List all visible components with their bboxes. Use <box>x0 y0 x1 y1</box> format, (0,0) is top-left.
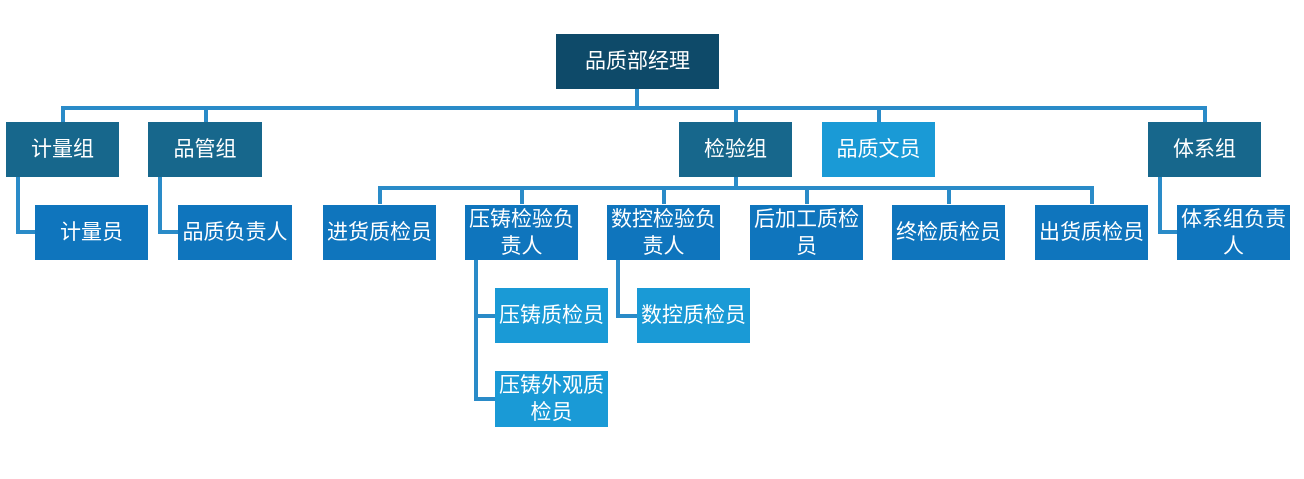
connector-quality-mgmt-vertical <box>158 176 162 234</box>
connector-root-down <box>635 89 639 110</box>
connector-to-inspection-group <box>734 106 738 123</box>
node-die-casting-lead: 压铸检验负责人 <box>465 205 578 260</box>
connector-to-quality-clerk <box>877 106 881 123</box>
connector-to-outgoing-inspector <box>1090 186 1094 204</box>
connector-metrology-vertical <box>16 176 20 234</box>
connector-cnc-inspector <box>616 314 638 318</box>
node-inspection-group: 检验组 <box>679 122 792 177</box>
node-metrologist: 计量员 <box>35 205 148 260</box>
connector-level1-bus <box>61 106 1207 110</box>
connector-to-cnc-lead <box>662 186 666 204</box>
connector-to-die-casting-lead <box>520 186 524 204</box>
node-cnc-lead: 数控检验负责人 <box>607 205 720 260</box>
node-system-group: 体系组 <box>1148 122 1261 177</box>
connector-die-casting-inspector <box>474 314 496 318</box>
node-incoming-inspector: 进货质检员 <box>323 205 436 260</box>
node-cnc-inspector: 数控质检员 <box>637 288 750 343</box>
connector-to-post-processing <box>805 186 809 204</box>
node-root: 品质部经理 <box>556 34 719 89</box>
connector-metrology-horizontal <box>16 230 36 234</box>
connector-die-casting-vertical <box>474 260 478 401</box>
connector-to-system-group <box>1203 106 1207 123</box>
connector-to-final-inspector <box>947 186 951 204</box>
connector-quality-mgmt-horizontal <box>158 230 179 234</box>
node-quality-mgmt-group: 品管组 <box>148 122 262 177</box>
connector-system-vertical <box>1158 176 1162 234</box>
connector-inspection-bus <box>378 186 1094 190</box>
node-metrology-group: 计量组 <box>6 122 119 177</box>
connector-inspection-down <box>734 176 738 190</box>
connector-to-quality-mgmt-group <box>204 106 208 123</box>
node-die-casting-inspector: 压铸质检员 <box>495 288 608 343</box>
node-outgoing-inspector: 出货质检员 <box>1035 205 1148 260</box>
node-system-group-lead: 体系组负责人 <box>1177 205 1290 260</box>
node-post-processing-inspector: 后加工质检员 <box>750 205 863 260</box>
connector-to-metrology-group <box>61 106 65 123</box>
node-quality-lead: 品质负责人 <box>178 205 292 260</box>
connector-die-casting-appearance <box>474 397 496 401</box>
connector-cnc-vertical <box>616 260 620 318</box>
connector-system-horizontal <box>1158 230 1178 234</box>
node-die-casting-appearance-inspector: 压铸外观质检员 <box>495 371 608 427</box>
connector-to-incoming-inspector <box>378 186 382 204</box>
node-quality-clerk: 品质文员 <box>822 122 935 177</box>
node-final-inspector: 终检质检员 <box>892 205 1005 260</box>
